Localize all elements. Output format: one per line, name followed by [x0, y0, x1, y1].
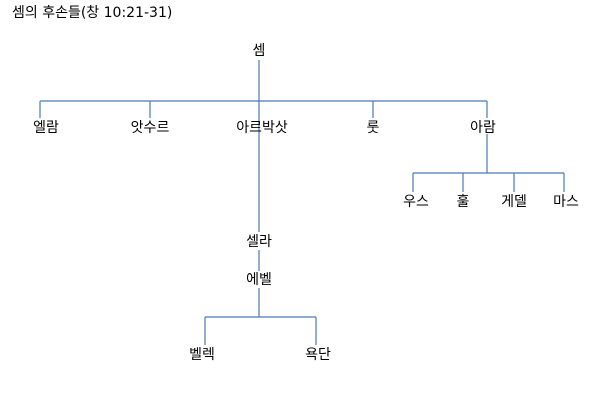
node-asshur: 앗수르 [130, 120, 170, 136]
node-gether: 게델 [501, 194, 527, 210]
node-hul: 훌 [456, 194, 470, 210]
node-elam: 엘람 [33, 120, 59, 136]
diagram-title: 셈의 후손들(창 10:21-31) [12, 5, 173, 21]
node-shem: 셈 [252, 43, 266, 59]
node-lud: 룻 [366, 120, 380, 136]
node-uz: 우스 [403, 194, 429, 210]
node-shelah: 셀라 [246, 234, 272, 250]
node-mash: 마스 [553, 194, 579, 210]
node-aram: 아람 [470, 120, 496, 136]
node-arpachshad: 아르박삿 [236, 120, 288, 136]
node-peleg: 벨렉 [189, 347, 215, 363]
node-joktan: 욕단 [305, 347, 331, 363]
node-eber: 에벨 [246, 272, 272, 288]
